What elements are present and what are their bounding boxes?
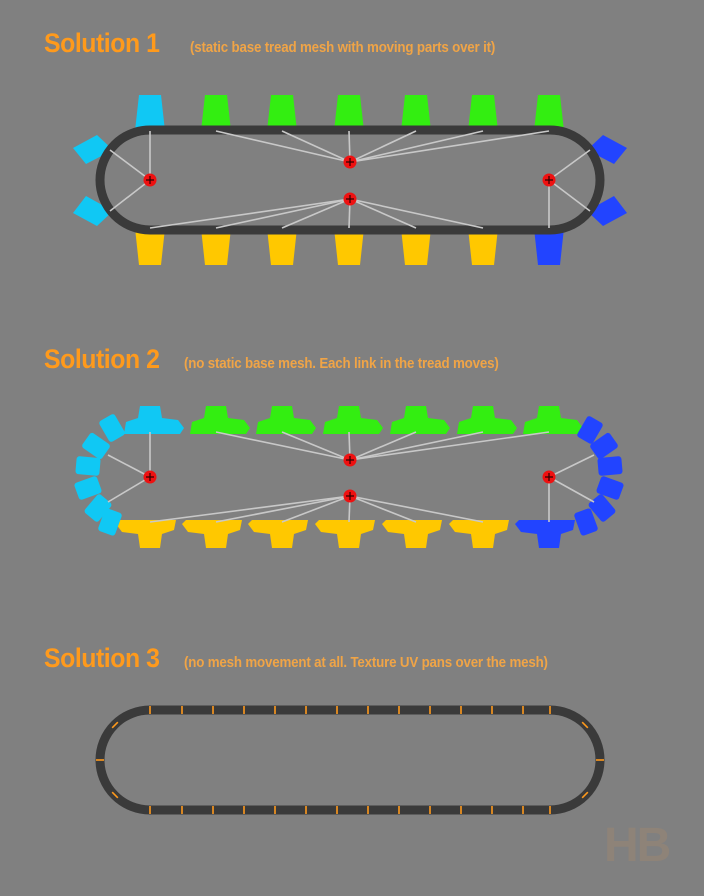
bottom-hub-bone-1 xyxy=(215,198,351,229)
bottom-link-4 xyxy=(382,520,442,548)
bottom-link-2 xyxy=(248,520,308,548)
left-hub-bone-1 xyxy=(107,454,151,478)
right-curve-link-2 xyxy=(597,456,623,476)
left-curve-link-1 xyxy=(82,432,110,460)
top-hub-bone-3 xyxy=(349,130,417,163)
top-link-1 xyxy=(190,406,250,434)
solution-3-subtitle: (no mesh movement at all. Texture UV pan… xyxy=(183,655,548,671)
right-curve-link-1 xyxy=(590,432,618,460)
solution-1-heading: Solution 1 (static base tread mesh with m… xyxy=(44,28,521,59)
bottom-hub-bone-4 xyxy=(349,198,417,229)
top-hub-bone-0 xyxy=(215,130,351,163)
top-link-0 xyxy=(124,406,184,434)
bottom-link-0 xyxy=(116,520,176,548)
top-hub-bone-5 xyxy=(349,130,550,163)
bottom-hub-bone-4 xyxy=(349,495,417,523)
solution-2-title: Solution 2 xyxy=(44,344,160,374)
bottom-link-3 xyxy=(315,520,375,548)
bottom-hub-bone-2 xyxy=(281,198,351,229)
solution-2-diagram xyxy=(74,406,624,548)
top-link-6 xyxy=(523,406,583,434)
left-hub-bone-2 xyxy=(109,179,151,212)
top-hub-bone-0 xyxy=(215,431,351,461)
right-hub-bone-1 xyxy=(548,149,591,181)
top-link-1 xyxy=(201,95,231,131)
right-link-lower xyxy=(587,196,627,226)
bottom-link-5 xyxy=(449,520,509,548)
right-hub-bone-2 xyxy=(548,476,595,503)
bottom-link-1 xyxy=(182,520,242,548)
bottom-hub-bone-2 xyxy=(281,495,351,523)
top-hub-bone-5 xyxy=(349,431,550,461)
top-hub-bone-1 xyxy=(281,431,351,461)
left-curve-link-2 xyxy=(75,456,101,476)
bottom-link-1 xyxy=(201,228,231,265)
left-curve-link-5 xyxy=(98,508,122,536)
bottom-link-5 xyxy=(468,228,498,265)
top-hub-bone-4 xyxy=(349,130,484,163)
top-link-4 xyxy=(401,95,431,131)
solution-1-diagram xyxy=(73,95,627,265)
bottom-link-2 xyxy=(267,228,297,265)
top-link-0 xyxy=(135,95,165,131)
top-link-4 xyxy=(390,406,450,434)
solution-2-subtitle: (no static base mesh. Each link in the t… xyxy=(183,356,499,372)
bottom-hub-bone-5 xyxy=(349,495,484,523)
bottom-link-4 xyxy=(401,228,431,265)
top-link-5 xyxy=(457,406,517,434)
top-link-3 xyxy=(334,95,364,131)
right-link-upper xyxy=(587,135,627,164)
right-curve-link-0 xyxy=(577,416,603,444)
left-curve-link-3 xyxy=(74,476,102,500)
solution-1-title: Solution 1 xyxy=(44,28,160,58)
solution-3-heading: Solution 3 (no mesh movement at all. Text… xyxy=(44,643,579,674)
right-curve-link-5 xyxy=(574,508,598,536)
solution-2-heading: Solution 2 (no static base mesh. Each lin… xyxy=(44,344,525,375)
right-curve-link-4 xyxy=(588,494,616,522)
top-link-2 xyxy=(267,95,297,131)
bottom-hub-bone-0 xyxy=(149,198,351,229)
bottom-link-6 xyxy=(534,228,564,265)
watermark-logo: HB xyxy=(604,819,671,872)
right-curve-link-3 xyxy=(596,476,624,500)
top-link-3 xyxy=(323,406,383,434)
uv-tick-end-3 xyxy=(581,721,589,729)
bottom-hub-bone-1 xyxy=(215,495,351,523)
left-hub-bone-2 xyxy=(107,476,151,503)
top-link-2 xyxy=(256,406,316,434)
bottom-hub-bone-5 xyxy=(349,198,484,229)
left-link-lower xyxy=(73,196,113,226)
bottom-hub-bone-0 xyxy=(149,495,351,523)
top-hub-bone-1 xyxy=(281,130,351,163)
uv-tick-end-0 xyxy=(111,721,119,729)
right-hub-bone-2 xyxy=(548,179,591,212)
static-tread-band xyxy=(95,705,605,815)
bottom-link-3 xyxy=(334,228,364,265)
bottom-link-6 xyxy=(515,520,575,548)
left-curve-link-4 xyxy=(84,494,112,522)
solution-3-diagram xyxy=(95,705,605,815)
left-curve-link-0 xyxy=(99,414,125,442)
left-link-upper xyxy=(73,135,113,164)
top-link-5 xyxy=(468,95,498,131)
top-link-6 xyxy=(534,95,564,131)
bottom-link-0 xyxy=(135,228,165,265)
right-hub-bone-1 xyxy=(548,454,595,478)
uv-tick-end-2 xyxy=(111,791,119,799)
solution-1-subtitle: (static base tread mesh with moving part… xyxy=(189,40,495,56)
top-hub-bone-3 xyxy=(349,431,417,461)
left-hub-bone-1 xyxy=(109,149,151,181)
solution-3-title: Solution 3 xyxy=(44,643,160,673)
tread-band xyxy=(95,125,605,235)
uv-tick-end-5 xyxy=(581,791,589,799)
top-hub-bone-4 xyxy=(349,431,484,461)
